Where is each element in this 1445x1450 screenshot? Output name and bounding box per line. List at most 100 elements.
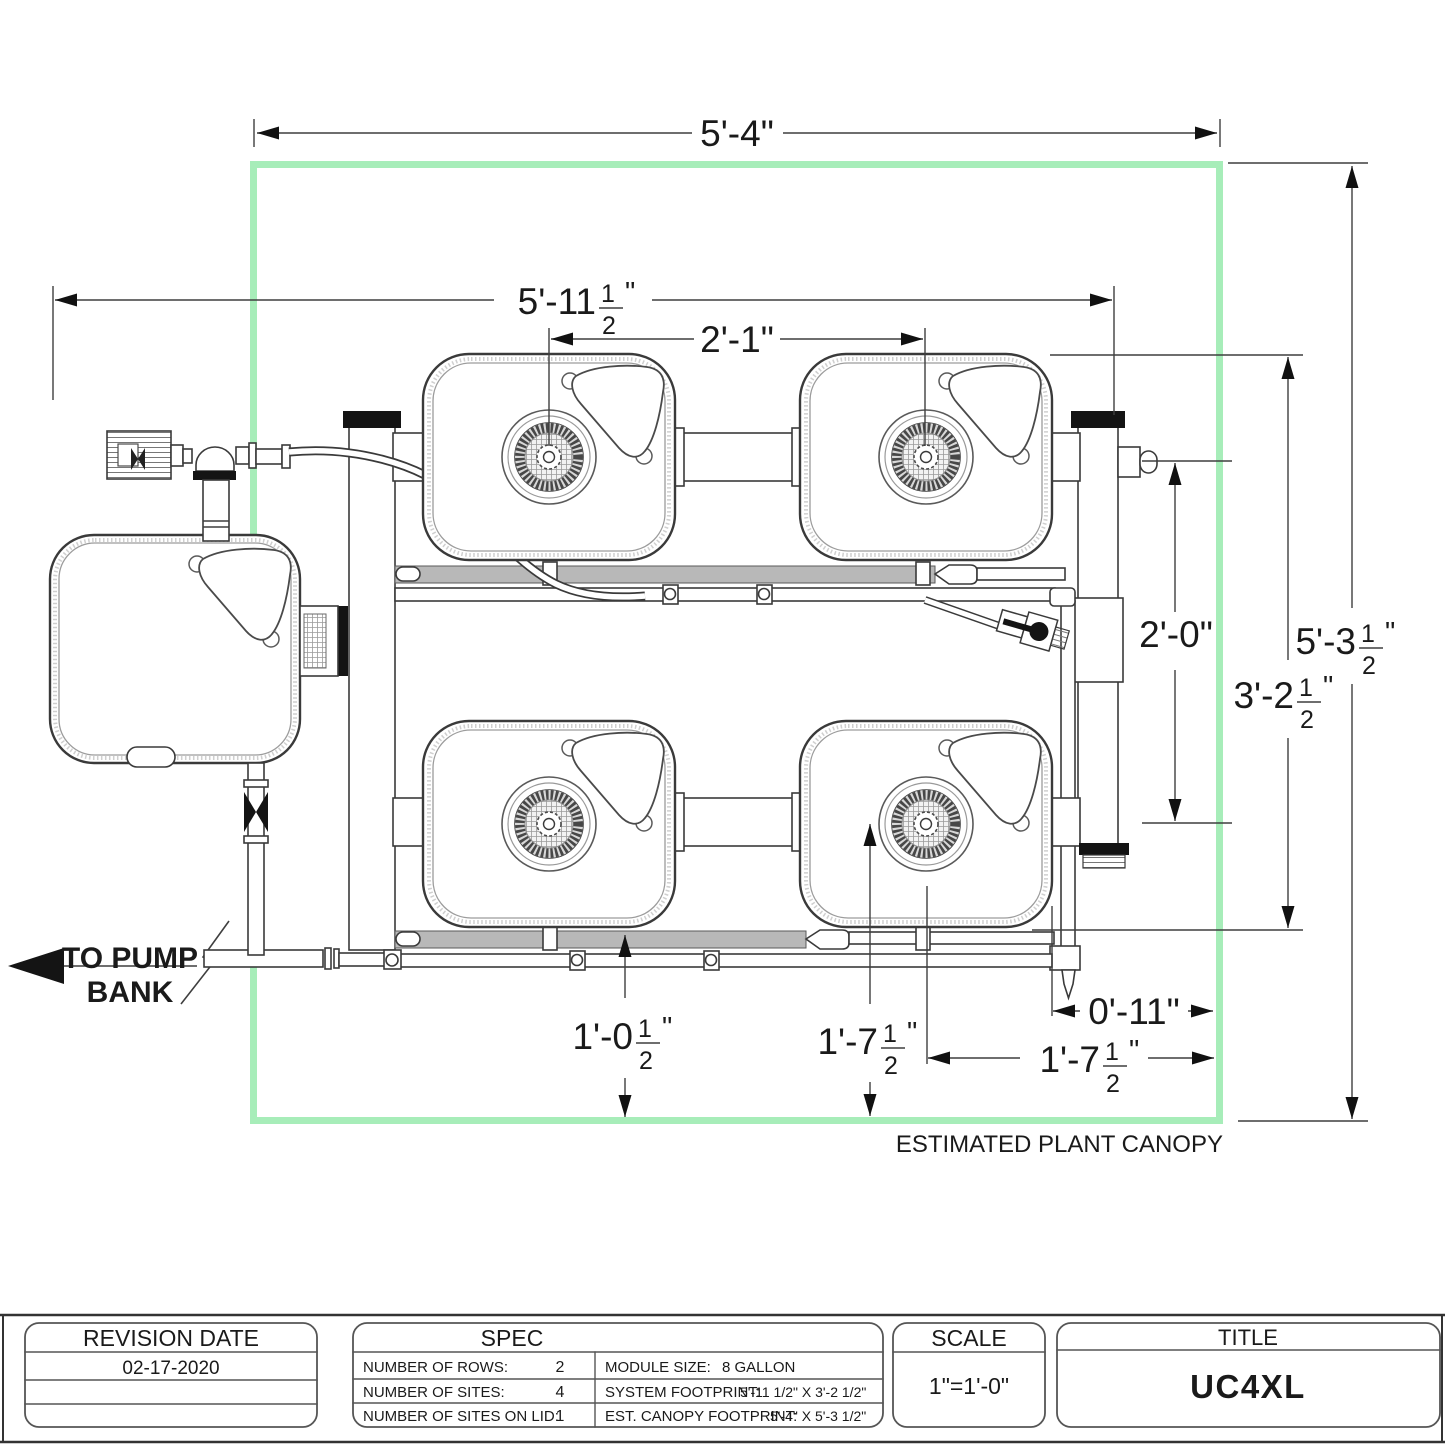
port-row1-right <box>1047 432 1081 482</box>
feed-manifold-row1 <box>394 565 936 584</box>
dim-canopy-width: 5'-4" <box>253 113 1221 154</box>
port-row2-right <box>1047 797 1081 847</box>
lid-tab <box>542 926 558 951</box>
rows-label: NUMBER OF ROWS: <box>363 1359 508 1376</box>
port-row2-left <box>392 797 426 847</box>
svg-text:": " <box>907 1017 917 1049</box>
coupler-band <box>1071 411 1125 428</box>
svg-text:1: 1 <box>601 280 615 308</box>
right-rail-stub-cap <box>1139 450 1158 474</box>
epicenter-handle <box>126 746 176 768</box>
svg-text:5'-3: 5'-3 <box>1295 621 1356 662</box>
title-header: TITLE <box>1218 1325 1278 1350</box>
svg-text:2: 2 <box>1362 652 1376 680</box>
epicenter-drain-pipe <box>247 762 265 956</box>
fitting-eye <box>704 953 718 967</box>
right-rail-coupling <box>1072 597 1124 683</box>
dim-offset-right: 0'-11" <box>1051 906 1213 1032</box>
epicenter-port-screen <box>303 613 327 669</box>
interconnect-row1 <box>672 432 803 482</box>
svg-text:1'-7: 1'-7 <box>817 1021 878 1062</box>
feed-manifold-row2 <box>394 930 807 949</box>
revision-header: REVISION DATE <box>83 1325 259 1351</box>
manifold-end-row1 <box>933 564 978 585</box>
rows-value: 2 <box>556 1359 565 1376</box>
lid-tab <box>915 561 931 586</box>
feed-line-row1 <box>394 587 1056 602</box>
fitting-eye <box>757 587 771 601</box>
svg-text:5'-4": 5'-4" <box>700 113 774 154</box>
right-rail-stub <box>1117 446 1141 478</box>
system-piping <box>8 411 1158 1005</box>
dim-system-width: 5'-11 1 2 " <box>52 277 1115 415</box>
coupler-ring <box>324 947 332 970</box>
manifold-ext-row1 <box>976 567 1066 581</box>
interconnect-row2 <box>672 797 803 847</box>
title-box: TITLE UC4XL <box>1056 1322 1441 1428</box>
epicenter-bulkhead-band <box>337 606 348 676</box>
sites-value: 4 <box>556 1384 565 1401</box>
dimensions: 5'-4" 5'-11 1 2 " 2'-1" <box>52 113 1395 1122</box>
svg-text:1: 1 <box>883 1020 897 1048</box>
svg-text:2: 2 <box>884 1052 898 1080</box>
svg-text:": " <box>625 277 635 309</box>
svg-text:": " <box>1323 671 1333 703</box>
pump-bank-label-line2: BANK <box>87 976 174 1009</box>
elbow-dome <box>195 446 235 472</box>
manifold-cap-row2 <box>395 931 421 947</box>
svg-text:1'-7: 1'-7 <box>1039 1039 1100 1080</box>
inline-ball-valve <box>995 608 1071 652</box>
drawing-title: UC4XL <box>1190 1368 1306 1405</box>
svg-text:3'-2: 3'-2 <box>1233 675 1294 716</box>
dim-canopy-depth: 5'-3 1 2 " <box>1228 162 1395 1122</box>
manifold-end-row2 <box>804 929 850 950</box>
drain-valve-icon <box>244 792 256 832</box>
dim-row-spacing: 2'-0" <box>1139 460 1232 824</box>
dim-pot-spacing: 2'-1" <box>548 319 926 446</box>
module-2 <box>800 354 1052 560</box>
canopy-label: ESTIMATED PLANT CANOPY <box>896 1131 1223 1158</box>
spec-box: SPEC NUMBER OF ROWS: 2 NUMBER OF SITES: … <box>352 1322 884 1428</box>
left-rail-pipe <box>348 417 396 951</box>
svg-text:1: 1 <box>1299 674 1313 702</box>
title-block: REVISION DATE 02-17-2020 SPEC NUMBER OF … <box>0 1313 1445 1444</box>
union-eye <box>385 953 399 967</box>
spec-header: SPEC <box>481 1325 544 1351</box>
return-line <box>399 953 1053 968</box>
svg-text:1: 1 <box>1361 620 1375 648</box>
canopy-footprint-value: 5'-4" X 5'-3 1/2" <box>770 1408 866 1424</box>
mini-valve-icon <box>138 448 145 470</box>
pump-bank-arrow-icon <box>8 948 64 984</box>
scale-value: 1"=1'-0" <box>929 1373 1009 1399</box>
svg-text:2'-0": 2'-0" <box>1139 614 1213 655</box>
scale-box: SCALE 1"=1'-0" <box>892 1322 1046 1428</box>
footprint-label: SYSTEM FOOTPRINT: <box>605 1384 760 1401</box>
right-drain-tee <box>1049 945 1081 971</box>
footprint-value: 5'-11 1/2" X 3'-2 1/2" <box>740 1384 866 1400</box>
coupler-ring <box>243 835 269 844</box>
pump-down-pipe <box>202 479 230 542</box>
dim-offset-pot-bottom: 1'-7 1 2 " <box>817 824 917 1116</box>
dim-system-depth: 3'-2 1 2 " <box>1032 354 1333 931</box>
svg-text:": " <box>1385 617 1395 649</box>
canopy-footprint-label: EST. CANOPY FOOTPRINT: <box>605 1408 797 1425</box>
lid-tab <box>915 926 931 951</box>
lid-value: 1 <box>556 1408 565 1425</box>
svg-text:0'-11": 0'-11" <box>1088 991 1180 1032</box>
coupler-band <box>343 411 401 428</box>
dim-offset-pot-right: 1'-7 1 2 " <box>926 886 1214 1098</box>
svg-text:2: 2 <box>639 1047 653 1075</box>
epicenter-reservoir <box>48 533 339 956</box>
lid-label: NUMBER OF SITES ON LID: <box>363 1408 559 1425</box>
svg-text:5'-11: 5'-11 <box>518 281 596 322</box>
revision-date: 02-17-2020 <box>122 1358 219 1379</box>
mini-valve-icon <box>131 448 138 470</box>
svg-text:1'-0: 1'-0 <box>572 1016 633 1057</box>
svg-text:1: 1 <box>1105 1038 1119 1066</box>
svg-text:2: 2 <box>1106 1070 1120 1098</box>
coupler-ring <box>243 779 269 788</box>
svg-text:2: 2 <box>1300 706 1314 734</box>
feed-line-elbow <box>1049 587 1076 607</box>
module-3 <box>423 721 675 927</box>
